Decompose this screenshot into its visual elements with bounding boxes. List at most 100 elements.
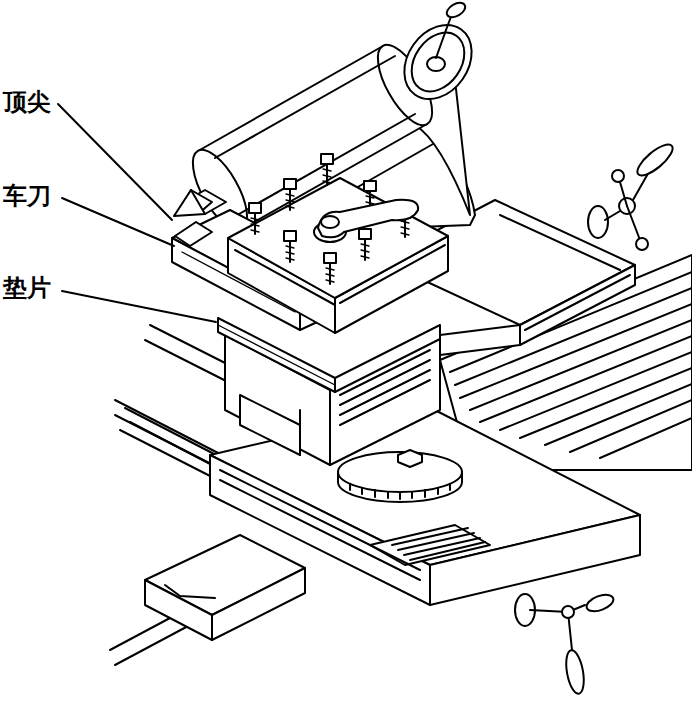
guideway: [145, 340, 232, 384]
bolt: [321, 154, 333, 185]
swivel-base: [398, 450, 422, 467]
cross-slide: [370, 525, 490, 565]
shim: [335, 325, 440, 392]
bolt: [361, 244, 369, 246]
bolt: [284, 231, 296, 262]
bolt: [366, 196, 374, 198]
bolt: [286, 246, 294, 248]
bolt: [284, 179, 296, 189]
compound-rest: [240, 395, 300, 455]
compound-rest: [299, 410, 301, 455]
bolt: [324, 253, 336, 284]
guideway: [125, 408, 218, 456]
guideway: [130, 422, 214, 466]
bolt: [401, 221, 409, 223]
lathe-bed: [545, 384, 692, 445]
bolt: [251, 218, 259, 220]
carriage: [212, 568, 305, 640]
swivel-base: [361, 488, 363, 494]
tailstock: [444, 0, 467, 20]
bolt: [366, 202, 374, 204]
bolt: [324, 253, 336, 263]
cross-slide-handle: [584, 592, 615, 615]
clamp-handle: [318, 200, 418, 238]
top-slide: [627, 206, 640, 240]
bolt: [326, 268, 334, 270]
part-label-box: 顶尖: [2, 86, 52, 118]
bolt: [251, 230, 259, 232]
swivel-base: [338, 450, 462, 502]
bolt: [249, 203, 261, 213]
tailstock: [174, 190, 205, 216]
swivel-base: [449, 484, 451, 490]
bolt: [323, 175, 331, 177]
bolt: [251, 224, 259, 226]
top-slide: [620, 182, 627, 206]
guideway: [120, 430, 212, 477]
guideway: [125, 408, 218, 466]
clamp-handle: [314, 200, 418, 242]
bolt: [361, 250, 369, 252]
swivel-base: [349, 484, 351, 490]
swivel-base: [374, 490, 376, 497]
carriage: [110, 535, 305, 665]
leader-line: [58, 104, 216, 322]
top-slide: [612, 170, 624, 182]
cutting-tool: [175, 222, 212, 246]
bolt: [326, 274, 334, 276]
tool-post: [235, 250, 335, 305]
top-slide: [636, 238, 648, 250]
part-label-box: 车刀: [2, 180, 52, 212]
part-label: 顶尖: [2, 88, 52, 116]
part-label-box: 垫片: [2, 272, 52, 304]
bolt: [286, 194, 294, 196]
top-slide: [520, 265, 635, 345]
compound-rest: [340, 380, 430, 425]
bolt: [286, 252, 294, 254]
cross-slide-handle: [563, 649, 586, 695]
part-label: 车刀: [2, 182, 52, 210]
guideway: [115, 415, 215, 466]
lathe-bed: [520, 368, 692, 438]
top-slide: [525, 275, 630, 330]
cross-slide-handle: [515, 592, 616, 695]
bolt: [286, 200, 294, 202]
guideway: [115, 400, 222, 455]
bolt: [249, 203, 261, 234]
bolt: [359, 229, 371, 260]
bolt: [364, 181, 376, 191]
tailstock: [401, 23, 475, 102]
tailstock: [436, 30, 446, 58]
swivel-base: [424, 490, 426, 497]
tool-post: [228, 178, 448, 333]
cross-slide: [220, 480, 420, 580]
swivel-base: [338, 472, 462, 502]
shim: [218, 325, 335, 385]
bolt: [401, 227, 409, 229]
swivel-base: [387, 492, 389, 498]
top-slide: [500, 215, 630, 330]
bolt: [361, 256, 369, 258]
leader-line: [62, 198, 174, 246]
top-slide: [588, 206, 608, 238]
bolt: [323, 169, 331, 171]
part-label: 垫片: [2, 274, 52, 302]
carriage: [145, 580, 212, 640]
swivel-base: [350, 484, 450, 499]
carriage: [165, 585, 215, 598]
bolt: [323, 181, 331, 183]
lathe-bed: [500, 352, 692, 430]
swivel-base: [411, 492, 413, 498]
bolt: [326, 280, 334, 282]
bolt: [284, 231, 296, 241]
bolt: [359, 229, 371, 239]
tailstock: [390, 12, 485, 112]
lathe-bed: [600, 418, 692, 458]
tool-post: [228, 178, 448, 298]
leader-line: [62, 291, 216, 322]
tool-post: [235, 245, 445, 305]
bolt: [401, 233, 409, 235]
cross-slide: [410, 542, 485, 560]
